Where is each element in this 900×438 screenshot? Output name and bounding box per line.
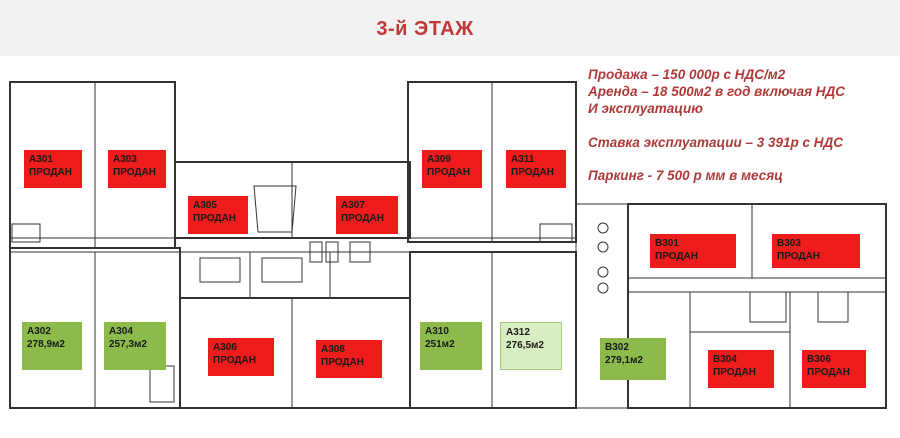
- unit-name: А304: [109, 326, 133, 337]
- info-panel: Продажа – 150 000р с НДС/м2 Аренда – 18 …: [588, 66, 898, 184]
- unit-name: А309: [427, 154, 451, 165]
- unit-status: ПРОДАН: [511, 167, 554, 178]
- unit-area: 276,5м2: [506, 340, 544, 351]
- unit-status: ПРОДАН: [713, 367, 756, 378]
- unit-b304[interactable]: В304 ПРОДАН: [708, 350, 774, 388]
- unit-name: А303: [113, 154, 137, 165]
- unit-status: ПРОДАН: [321, 357, 364, 368]
- unit-a310[interactable]: А310 251м2: [420, 322, 482, 370]
- page-title: 3-й ЭТАЖ: [376, 18, 474, 40]
- unit-a304[interactable]: А304 257,3м2: [104, 322, 166, 370]
- unit-area: 251м2: [425, 339, 455, 350]
- unit-a302[interactable]: А302 278,9м2: [22, 322, 82, 370]
- unit-a309[interactable]: А309 ПРОДАН: [422, 150, 482, 188]
- unit-status: ПРОДАН: [193, 213, 236, 224]
- unit-name: А312: [506, 327, 530, 338]
- unit-name: В304: [713, 354, 737, 365]
- unit-status: ПРОДАН: [113, 167, 156, 178]
- unit-a303[interactable]: А303 ПРОДАН: [108, 150, 166, 188]
- unit-a305[interactable]: А305 ПРОДАН: [188, 196, 248, 234]
- unit-name: В306: [807, 354, 831, 365]
- unit-name: А308: [321, 344, 345, 355]
- header-band: [0, 0, 900, 56]
- unit-status: ПРОДАН: [807, 367, 850, 378]
- unit-a308[interactable]: А308 ПРОДАН: [316, 340, 382, 378]
- unit-status: ПРОДАН: [213, 355, 256, 366]
- unit-name: В301: [655, 238, 679, 249]
- unit-name: В302: [605, 342, 629, 353]
- unit-name: А302: [27, 326, 51, 337]
- unit-status: ПРОДАН: [777, 251, 820, 262]
- unit-area: 278,9м2: [27, 339, 65, 350]
- unit-a307[interactable]: А307 ПРОДАН: [336, 196, 398, 234]
- unit-status: ПРОДАН: [341, 213, 384, 224]
- unit-a301[interactable]: А301 ПРОДАН: [24, 150, 82, 188]
- rent-note-text: И эксплуатацию: [588, 101, 703, 116]
- unit-b302[interactable]: В302 279,1м2: [600, 338, 666, 380]
- unit-name: А311: [511, 154, 535, 165]
- unit-name: А310: [425, 326, 449, 337]
- unit-a306[interactable]: А306 ПРОДАН: [208, 338, 274, 376]
- unit-name: В303: [777, 238, 801, 249]
- rent-price-text: Аренда – 18 500м2 в год включая НДС: [588, 84, 846, 99]
- unit-area: 279,1м2: [605, 355, 643, 366]
- unit-status: ПРОДАН: [29, 167, 72, 178]
- unit-status: ПРОДАН: [655, 251, 698, 262]
- sale-price-text: Продажа – 150 000р с НДС/м2: [588, 67, 786, 82]
- unit-a312[interactable]: А312 276,5м2: [500, 322, 562, 370]
- unit-name: А305: [193, 200, 217, 211]
- unit-b306[interactable]: В306 ПРОДАН: [802, 350, 866, 388]
- unit-b303[interactable]: В303 ПРОДАН: [772, 234, 860, 268]
- unit-name: А306: [213, 342, 237, 353]
- unit-a311[interactable]: А311 ПРОДАН: [506, 150, 566, 188]
- unit-name: А307: [341, 200, 365, 211]
- parking-price-text: Паркинг - 7 500 р мм в месяц: [588, 168, 783, 183]
- unit-status: ПРОДАН: [427, 167, 470, 178]
- unit-area: 257,3м2: [109, 339, 147, 350]
- operation-rate-text: Ставка эксплуатации – 3 391р с НДС: [588, 135, 843, 150]
- unit-b301[interactable]: В301 ПРОДАН: [650, 234, 736, 268]
- unit-name: А301: [29, 154, 53, 165]
